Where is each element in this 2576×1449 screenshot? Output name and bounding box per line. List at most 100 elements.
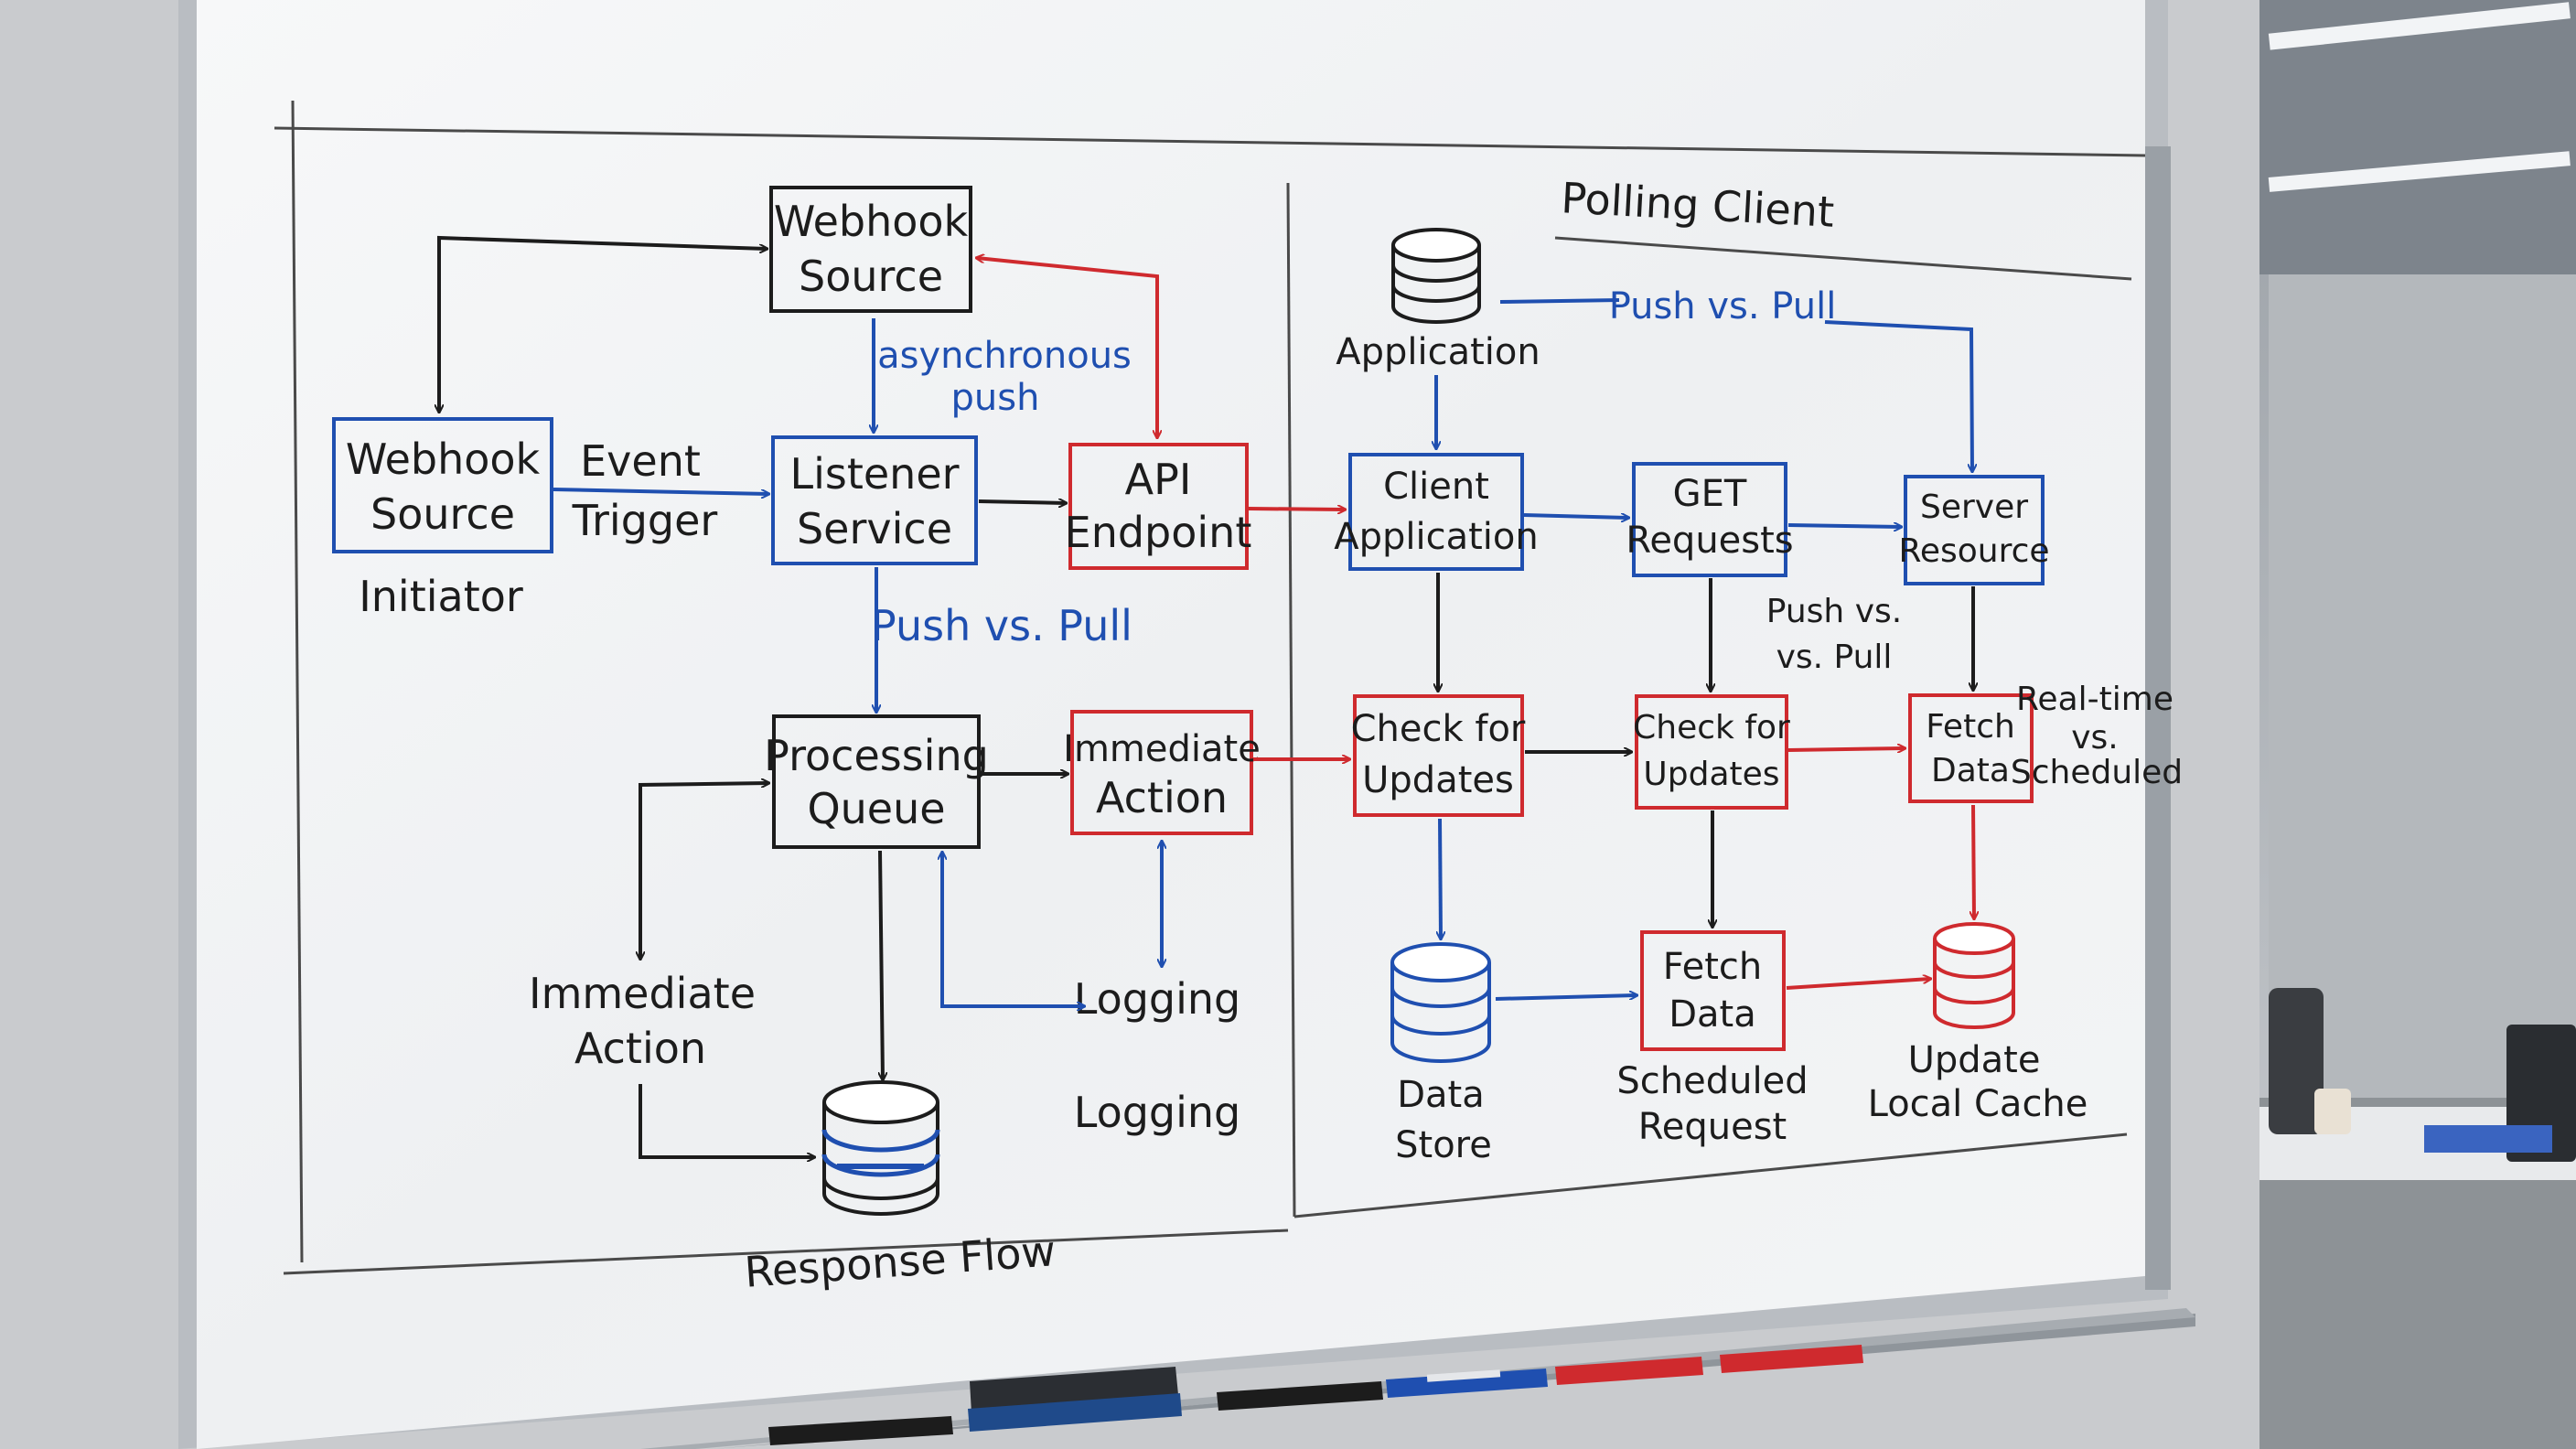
webhook-arrows xyxy=(439,235,1349,1157)
webhook-source-top-box: Webhook Source xyxy=(769,186,972,313)
arrow-check1-to-datastore xyxy=(1440,818,1441,939)
response-database-icon xyxy=(821,1080,940,1216)
arrow-fetch2-to-cache xyxy=(1786,979,1930,990)
push-vs-pull-top: Push vs. Pull xyxy=(1609,285,1837,327)
async-push-line2: push xyxy=(951,377,1040,419)
processing-queue-line2: Queue xyxy=(807,784,945,833)
black-marker-2 xyxy=(1217,1381,1383,1411)
processing-queue-box: Processing Queue xyxy=(764,714,989,849)
webhook-source-left-line1: Webhook xyxy=(346,435,541,484)
black-marker-1 xyxy=(768,1416,953,1445)
server-resource-box: Server Resource xyxy=(1898,475,2050,585)
event-trigger-line2: Trigger xyxy=(572,496,718,545)
check-updates-1-box: Check for Updates xyxy=(1351,694,1526,817)
api-endpoint-line1: API xyxy=(1125,455,1192,504)
immediate-action-box-line2: Action xyxy=(1096,773,1228,822)
scheduled-request-line1: Scheduled xyxy=(1616,1060,1808,1102)
arrow-datastore-to-fetch2 xyxy=(1495,995,1637,1001)
check-updates-2-box: Check for Updates xyxy=(1633,694,1790,810)
check-updates-1-line1: Check for xyxy=(1351,708,1526,750)
arrow-queue-to-logging xyxy=(940,860,1084,1006)
arrow-pushpull-to-server xyxy=(1824,320,1972,471)
immediate-action-box-line1: Immediate xyxy=(1063,728,1261,770)
data-store-database-icon xyxy=(1390,942,1491,1063)
fetch-data-2-box: Fetch Data xyxy=(1640,930,1786,1051)
fetch-data-2-line1: Fetch xyxy=(1663,946,1762,988)
line-app-to-pushpull xyxy=(1499,298,1620,304)
bottom-line-right xyxy=(1293,1132,2128,1218)
fetch-data-1-line1: Fetch xyxy=(1926,708,2015,746)
api-endpoint-line2: Endpoint xyxy=(1065,508,1252,557)
client-application-line2: Application xyxy=(1334,516,1539,558)
logging-label-1: Logging xyxy=(1074,974,1241,1024)
api-endpoint-box: API Endpoint xyxy=(1065,443,1252,570)
realtime-line3: Scheduled xyxy=(2011,754,2183,791)
arrow-webhook-to-listener xyxy=(553,488,768,494)
local-cache-database-icon xyxy=(1933,922,2015,1029)
listener-service-line2: Service xyxy=(797,504,952,553)
update-cache-line2: Local Cache xyxy=(1868,1083,2088,1125)
immediate-action-text-line2: Action xyxy=(574,1024,706,1073)
board-grid-lines xyxy=(274,100,2146,1275)
scheduled-request-line2: Request xyxy=(1638,1106,1787,1148)
application-label: Application xyxy=(1336,331,1540,373)
red-marker-1 xyxy=(1555,1357,1703,1385)
arrow-get-to-server xyxy=(1787,525,1901,527)
client-application-line1: Client xyxy=(1383,466,1489,508)
divider-line xyxy=(1286,182,1296,1218)
server-resource-line1: Server xyxy=(1920,488,2028,526)
event-trigger-line1: Event xyxy=(580,436,701,486)
get-requests-line1: GET xyxy=(1673,473,1747,515)
async-push-line1: asynchronous xyxy=(877,335,1132,377)
get-requests-line2: Requests xyxy=(1626,520,1793,562)
webhook-source-left-box: Webhook Source xyxy=(332,417,553,553)
processing-queue-line1: Processing xyxy=(764,731,989,780)
arrow-listener-to-api xyxy=(978,501,1066,503)
push-vs-pull-left: Push vs. Pull xyxy=(871,601,1132,650)
listener-service-line1: Listener xyxy=(789,449,959,499)
eraser xyxy=(968,1367,1182,1432)
data-store-line2: Store xyxy=(1395,1124,1492,1166)
realtime-line2: vs. xyxy=(2071,719,2119,757)
arrow-api-to-client xyxy=(1248,509,1345,510)
marker-tray-items xyxy=(768,1345,1863,1445)
initiator-label: Initiator xyxy=(359,572,523,621)
arrow-queue-to-db xyxy=(880,850,883,1079)
whiteboard xyxy=(178,0,2195,1449)
check-updates-2-line1: Check for xyxy=(1633,709,1790,746)
arrow-client-to-get xyxy=(1523,515,1628,518)
polling-title-line xyxy=(1554,236,2132,281)
fetch-data-1-line2: Data xyxy=(1931,752,2010,789)
client-application-box: Client Application xyxy=(1334,453,1539,571)
webhook-source-left-line2: Source xyxy=(370,489,515,539)
realtime-line1: Real-time xyxy=(2016,681,2174,718)
office-background xyxy=(2259,0,2576,1449)
arrow-fetch-to-cache xyxy=(1973,804,1974,918)
arrow-action-to-db xyxy=(639,1084,814,1157)
application-database-icon xyxy=(1391,228,1481,324)
server-resource-line2: Resource xyxy=(1898,532,2049,570)
data-store-line1: Data xyxy=(1397,1074,1485,1116)
arrow-check2-to-fetch xyxy=(1787,748,1905,750)
red-marker-2 xyxy=(1720,1345,1863,1373)
check-updates-1-line2: Updates xyxy=(1362,759,1514,801)
bottom-line-left xyxy=(283,1229,1289,1275)
webhook-section: Webhook Source Webhook Source Initiator … xyxy=(332,186,1349,1297)
blue-marker xyxy=(1386,1368,1548,1398)
polling-arrows xyxy=(1436,298,1974,1001)
webhook-source-top-line1: Webhook xyxy=(774,197,969,246)
push-vs-pull-mid-line1: Push vs. xyxy=(1766,593,1902,630)
top-line xyxy=(274,126,2146,157)
check-updates-2-line2: Updates xyxy=(1643,756,1779,793)
fetch-data-2-line2: Data xyxy=(1669,993,1756,1036)
update-cache-line1: Update xyxy=(1908,1039,2041,1081)
fetch-data-1-box: Fetch Data xyxy=(1908,693,2034,803)
left-line xyxy=(291,100,304,1263)
get-requests-box: GET Requests xyxy=(1626,462,1794,577)
listener-service-box: Listener Service xyxy=(771,435,978,565)
immediate-action-box: Immediate Action xyxy=(1063,710,1261,835)
immediate-action-text-line1: Immediate xyxy=(529,969,756,1018)
logging-label-2: Logging xyxy=(1074,1088,1241,1137)
webhook-source-top-line2: Source xyxy=(799,252,943,301)
